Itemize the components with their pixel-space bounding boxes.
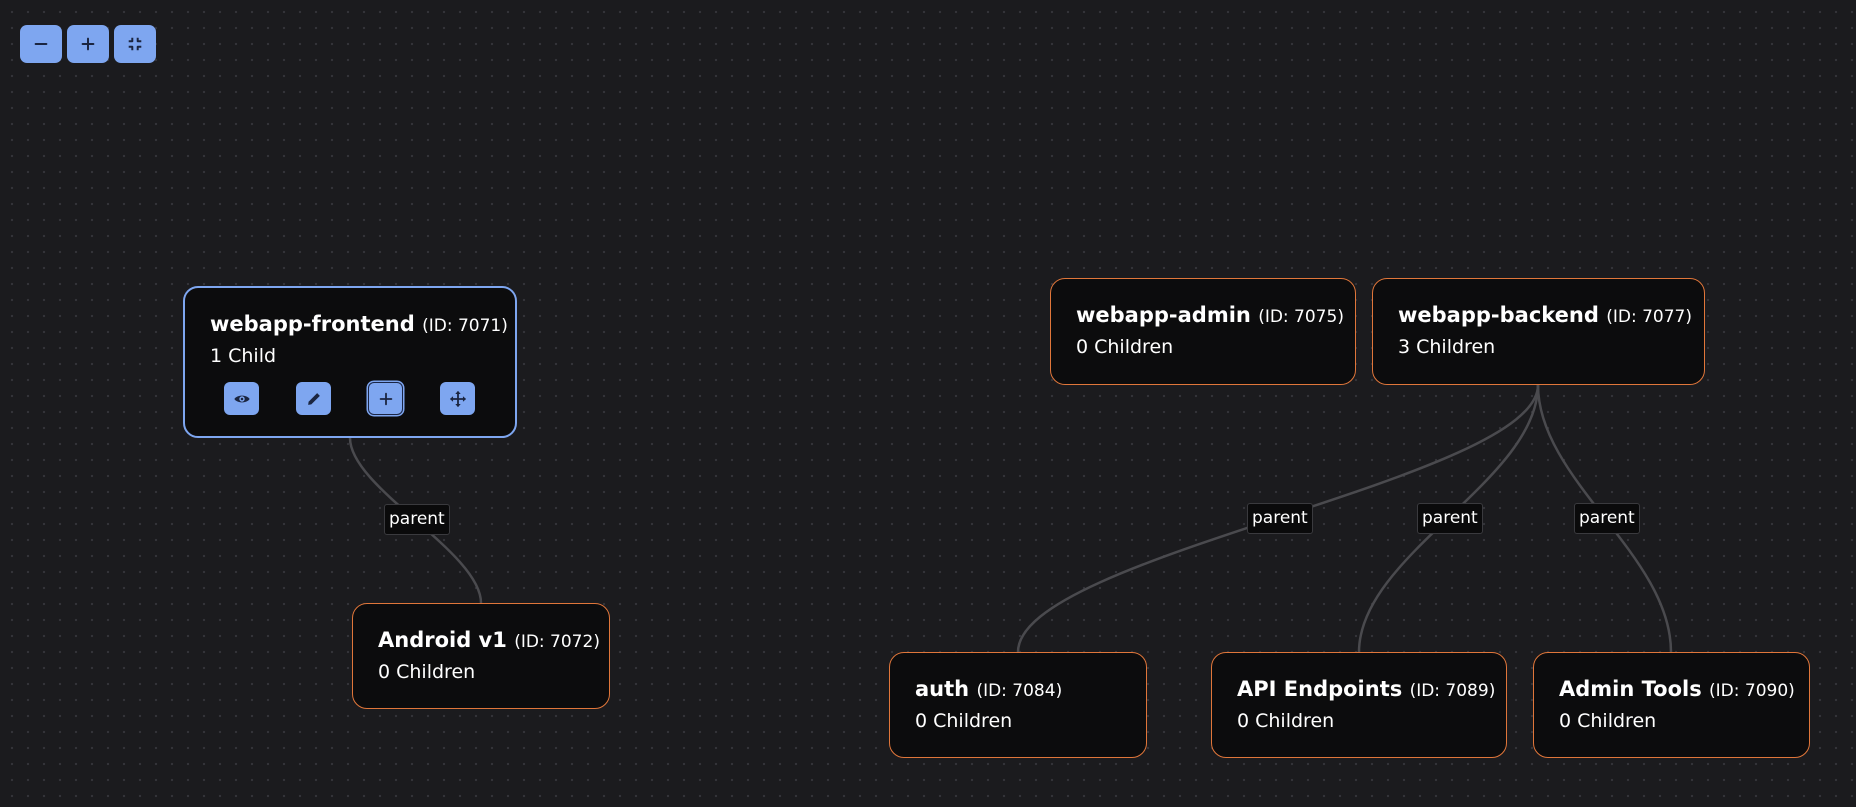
node-title: Android v1 (ID: 7072) <box>378 627 600 655</box>
edge-label-backend-api: parent <box>1417 503 1483 534</box>
node-child-count: 0 Children <box>915 710 1013 732</box>
plus-icon <box>379 392 392 405</box>
node-webapp-frontend[interactable]: webapp-frontend (ID: 7071) 1 Child <box>183 286 517 438</box>
zoom-controls <box>20 25 156 63</box>
node-android-v1[interactable]: Android v1 (ID: 7072) 0 Children <box>352 603 610 709</box>
edge-label-frontend-android: parent <box>384 504 450 535</box>
node-name: webapp-backend <box>1398 303 1599 327</box>
node-webapp-backend[interactable]: webapp-backend (ID: 7077) 3 Children <box>1372 278 1705 385</box>
node-child-count: 0 Children <box>378 661 476 683</box>
node-child-count: 0 Children <box>1237 710 1335 732</box>
node-title: API Endpoints (ID: 7089) <box>1237 676 1495 704</box>
node-api-endpoints[interactable]: API Endpoints (ID: 7089) 0 Children <box>1211 652 1507 758</box>
node-child-count: 1 Child <box>210 345 277 367</box>
node-name: webapp-frontend <box>210 312 415 336</box>
node-id: (ID: 7090) <box>1709 681 1795 701</box>
compress-icon <box>128 37 142 51</box>
node-id: (ID: 7089) <box>1409 681 1496 701</box>
node-title: auth (ID: 7084) <box>915 676 1121 704</box>
node-name: Admin Tools <box>1559 677 1702 701</box>
node-title: Admin Tools (ID: 7090) <box>1559 676 1795 704</box>
plus-icon <box>81 37 95 51</box>
node-id: (ID: 7084) <box>976 681 1063 701</box>
node-child-count: 0 Children <box>1559 710 1657 732</box>
node-child-count: 0 Children <box>1076 336 1174 358</box>
node-child-count: 3 Children <box>1398 336 1496 358</box>
edit-button[interactable] <box>296 382 331 415</box>
node-id: (ID: 7072) <box>514 632 600 652</box>
node-id: (ID: 7077) <box>1606 307 1692 327</box>
node-actions <box>224 382 475 415</box>
node-name: API Endpoints <box>1237 677 1403 701</box>
zoom-out-button[interactable] <box>20 25 62 63</box>
node-webapp-admin[interactable]: webapp-admin (ID: 7075) 0 Children <box>1050 278 1356 385</box>
edge-label-backend-auth: parent <box>1247 503 1313 534</box>
move-icon <box>449 390 466 407</box>
view-button[interactable] <box>224 382 259 415</box>
node-title: webapp-admin (ID: 7075) <box>1076 302 1344 330</box>
node-auth[interactable]: auth (ID: 7084) 0 Children <box>889 652 1147 758</box>
pencil-icon <box>307 392 320 405</box>
minus-icon <box>34 43 48 45</box>
node-admin-tools[interactable]: Admin Tools (ID: 7090) 0 Children <box>1533 652 1810 758</box>
add-child-button[interactable] <box>368 382 403 415</box>
node-id: (ID: 7075) <box>1258 307 1344 327</box>
node-name: webapp-admin <box>1076 303 1251 327</box>
node-title: webapp-backend (ID: 7077) <box>1398 302 1692 330</box>
node-id: (ID: 7071) <box>422 316 508 336</box>
move-button[interactable] <box>440 382 475 415</box>
zoom-in-button[interactable] <box>67 25 109 63</box>
node-name: auth <box>915 677 970 701</box>
eye-icon <box>233 395 250 402</box>
node-name: Android v1 <box>378 628 507 652</box>
edge-label-backend-admintools: parent <box>1574 503 1640 534</box>
node-title: webapp-frontend (ID: 7071) <box>210 311 508 339</box>
fit-view-button[interactable] <box>114 25 156 63</box>
